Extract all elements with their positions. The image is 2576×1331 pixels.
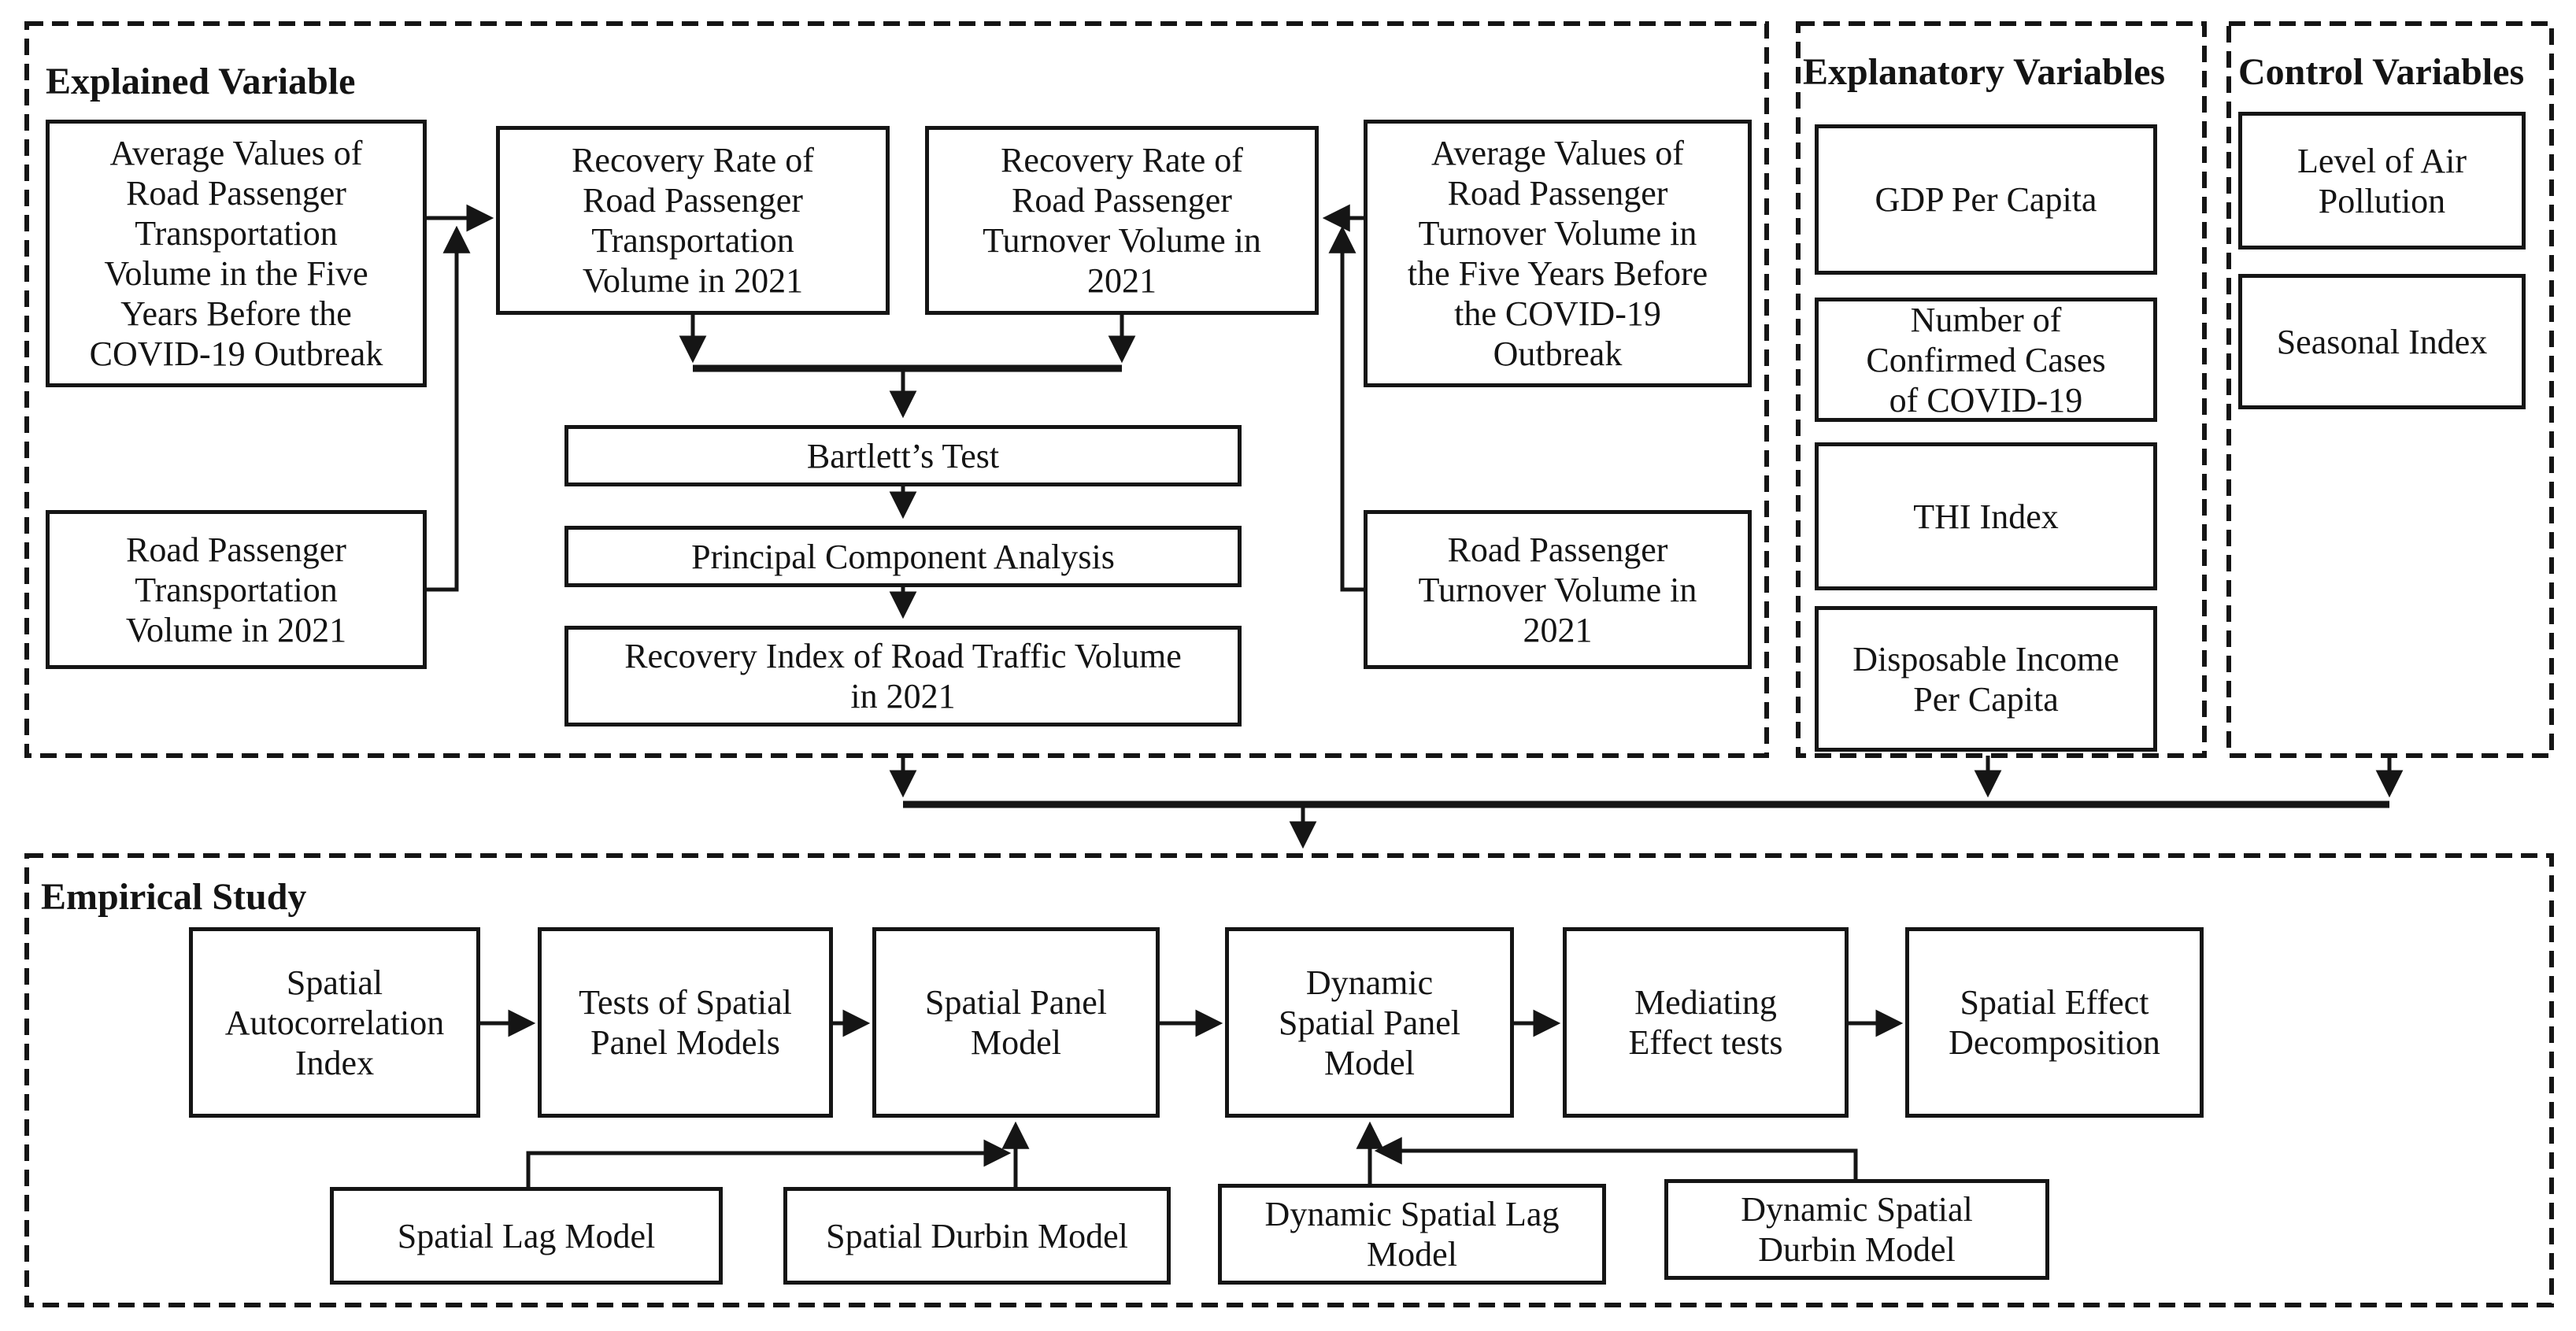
explained-variable-frame bbox=[24, 21, 1769, 758]
box-air-pollution: Level of Air Pollution bbox=[2238, 112, 2526, 250]
box-thi-index: THI Index bbox=[1815, 442, 2157, 590]
box-confirmed-cases: Number of Confirmed Cases of COVID-19 bbox=[1815, 298, 2157, 422]
box-spatial-effect-decomposition: Spatial Effect Decomposition bbox=[1905, 927, 2204, 1118]
box-spatial-autocorrelation: Spatial Autocorrelation Index bbox=[189, 927, 480, 1118]
box-gdp-per-capita: GDP Per Capita bbox=[1815, 124, 2157, 275]
box-tests-spatial-panel: Tests of Spatial Panel Models bbox=[538, 927, 833, 1118]
box-avg-turnover-volume: Average Values of Road Passenger Turnove… bbox=[1364, 120, 1752, 387]
connector-slm-to-riser bbox=[526, 1139, 1012, 1187]
box-bartletts-test: Bartlett’s Test bbox=[564, 425, 1242, 486]
box-spatial-durbin-model: Spatial Durbin Model bbox=[783, 1187, 1171, 1285]
box-mediating-effect-tests: Mediating Effect tests bbox=[1563, 927, 1849, 1118]
box-disposable-income: Disposable Income Per Capita bbox=[1815, 606, 2157, 752]
box-spatial-lag-model: Spatial Lag Model bbox=[330, 1187, 723, 1285]
box-transport-volume-2021: Road Passenger Transportation Volume in … bbox=[46, 510, 427, 669]
box-dynamic-spatial-lag-model: Dynamic Spatial Lag Model bbox=[1218, 1184, 1606, 1285]
box-dynamic-spatial-panel-model: Dynamic Spatial Panel Model bbox=[1225, 927, 1514, 1118]
box-avg-transport-volume: Average Values of Road Passenger Transpo… bbox=[46, 120, 427, 387]
connector-turnover2021-to-junction bbox=[1328, 225, 1364, 592]
explained-variable-title: Explained Variable bbox=[46, 61, 356, 102]
box-recovery-rate-turnover: Recovery Rate of Road Passenger Turnover… bbox=[925, 126, 1319, 315]
connector-transport2021-to-junction bbox=[427, 225, 471, 592]
box-turnover-volume-2021: Road Passenger Turnover Volume in 2021 bbox=[1364, 510, 1752, 669]
control-variables-title: Control Variables bbox=[2238, 51, 2525, 93]
empirical-study-frame bbox=[24, 853, 2554, 1307]
explanatory-variables-frame bbox=[1796, 21, 2207, 758]
box-recovery-rate-transport: Recovery Rate of Road Passenger Transpor… bbox=[496, 126, 890, 315]
connector-dsdm-to-riser bbox=[1374, 1137, 1858, 1179]
explanatory-variables-title: Explanatory Variables bbox=[1803, 51, 2166, 93]
box-spatial-panel-model: Spatial Panel Model bbox=[872, 927, 1160, 1118]
box-pca: Principal Component Analysis bbox=[564, 526, 1242, 587]
box-dynamic-spatial-durbin-model: Dynamic Spatial Durbin Model bbox=[1664, 1179, 2049, 1280]
box-recovery-index: Recovery Index of Road Traffic Volume in… bbox=[564, 626, 1242, 727]
empirical-study-title: Empirical Study bbox=[41, 876, 307, 918]
box-seasonal-index: Seasonal Index bbox=[2238, 274, 2526, 409]
